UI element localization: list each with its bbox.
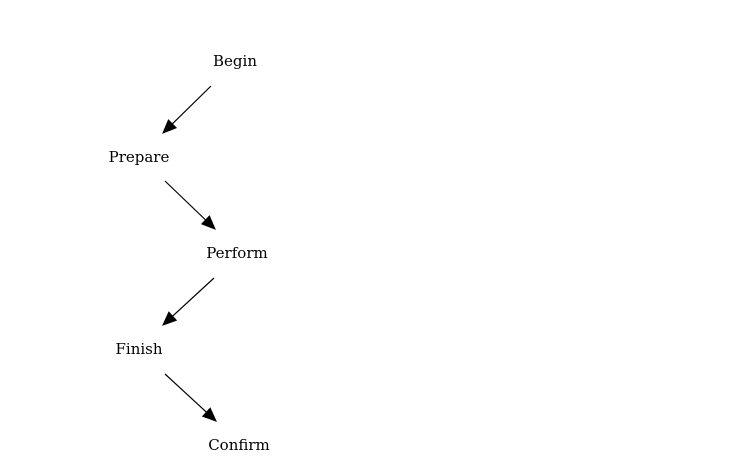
edges-layer [162, 85, 217, 422]
node-confirm: Confirm [208, 436, 270, 454]
nodes-layer: Begin Prepare Perform Finish Confirm [109, 52, 270, 454]
edge-begin-to-prepare [171, 85, 212, 125]
node-perform: Perform [206, 244, 267, 262]
edge-perform-to-finish [172, 277, 215, 317]
node-finish: Finish [115, 340, 162, 358]
node-begin: Begin [213, 52, 257, 70]
arrowhead-begin-to-prepare [162, 119, 178, 134]
node-prepare: Prepare [109, 148, 170, 166]
arrowhead-perform-to-finish [162, 311, 178, 326]
edge-finish-to-confirm [164, 373, 207, 413]
arrowhead-finish-to-confirm [201, 407, 217, 422]
arrowhead-prepare-to-perform [200, 215, 216, 230]
edge-prepare-to-perform [164, 180, 207, 221]
